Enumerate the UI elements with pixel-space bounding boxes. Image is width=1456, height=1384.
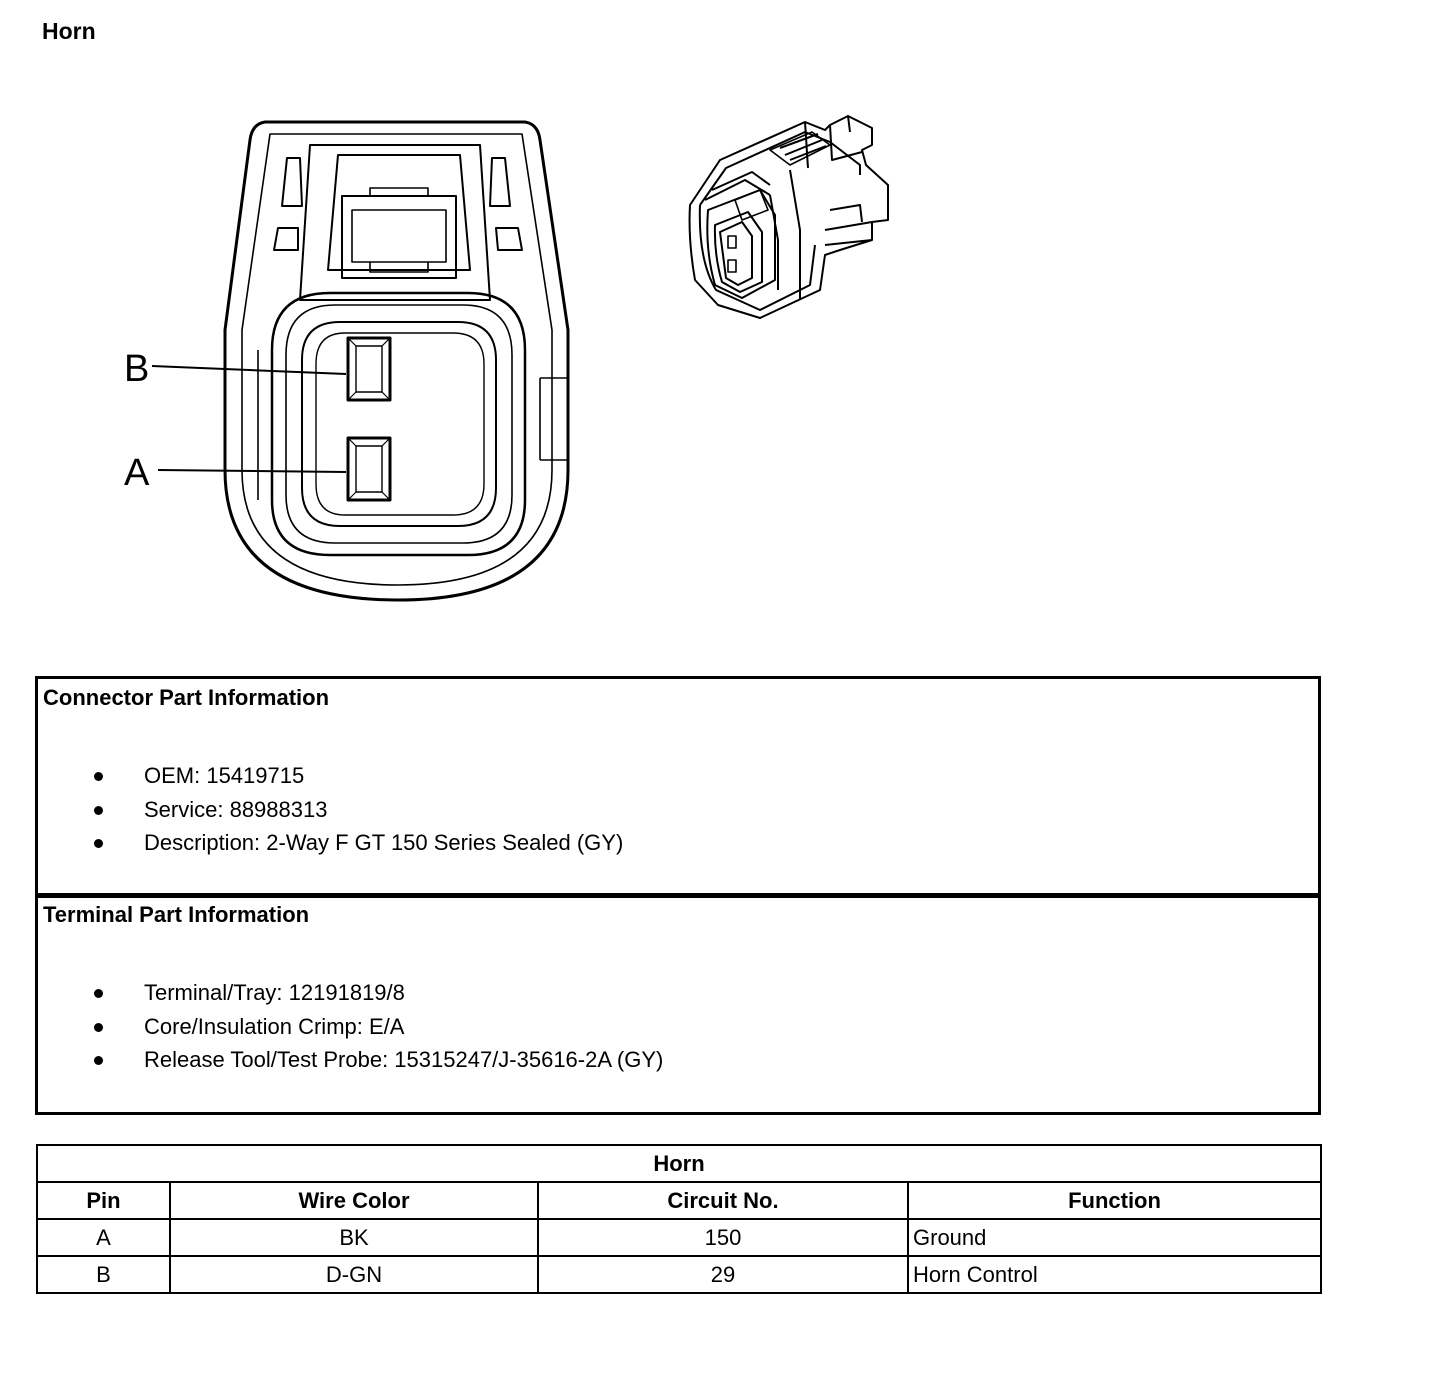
cell-wire-color: D-GN [169,1255,539,1294]
list-item-text: Release Tool/Test Probe: 15315247/J-3561… [144,1047,664,1072]
table-caption-row: Horn [35,1144,1323,1183]
list-item: Core/Insulation Crimp: E/A [38,1010,663,1044]
connector-face-view: B A [124,120,570,602]
terminal-part-info-heading: Terminal Part Information [43,902,310,927]
list-item: OEM: 15419715 [38,759,623,793]
list-item: Service: 88988313 [38,793,623,827]
table-caption: Horn [35,1144,1323,1183]
cell-function: Horn Control [906,1255,1323,1294]
cell-circuit-no: 29 [537,1255,909,1294]
pin-table: Horn Pin Wire Color Circuit No. Function… [35,1144,1323,1294]
bullet-icon [94,1022,103,1032]
list-item: Description: 2-Way F GT 150 Series Seale… [38,826,623,860]
bullet-icon [94,1056,103,1065]
table-header-row: Pin Wire Color Circuit No. Function [36,1181,1323,1220]
list-item-text: Terminal/Tray: 12191819/8 [144,980,405,1005]
bullet-icon [94,772,103,781]
cell-pin: A [36,1218,171,1257]
pin-label-b: B [124,348,149,390]
list-item-text: Description: 2-Way F GT 150 Series Seale… [144,830,624,855]
list-item-text: Service: 88988313 [144,796,328,822]
terminal-part-info-box: Terminal Part Information Terminal/Tray:… [35,893,1321,1115]
cell-wire-color: BK [169,1218,539,1257]
cell-function: Ground [906,1218,1323,1257]
list-item-text: OEM: 15419715 [144,763,305,788]
bullet-icon [94,989,103,998]
list-item: Release Tool/Test Probe: 15315247/J-3561… [38,1043,663,1077]
page-title: Horn [42,18,96,44]
list-item-text: Core/Insulation Crimp: E/A [144,1013,405,1039]
column-header-wire-color: Wire Color [169,1181,539,1220]
connector-isometric-view [688,115,889,319]
terminal-part-info-list: Terminal/Tray: 12191819/8 Core/Insulatio… [38,976,663,1077]
table-row: B D-GN 29 Horn Control [36,1255,1323,1294]
pin-label-a: A [124,452,150,494]
column-header-function: Function [906,1181,1323,1220]
cell-circuit-no: 150 [537,1218,909,1257]
connector-part-info-list: OEM: 15419715 Service: 88988313 Descript… [38,759,623,860]
bullet-icon [94,839,103,848]
cell-pin: B [36,1255,171,1294]
list-item: Terminal/Tray: 12191819/8 [38,976,663,1010]
connector-part-info-heading: Connector Part Information [43,685,330,710]
column-header-circuit-no: Circuit No. [537,1181,909,1220]
connector-part-info-box: Connector Part Information OEM: 15419715… [35,676,1321,898]
column-header-pin: Pin [36,1181,171,1220]
table-row: A BK 150 Ground [36,1218,1323,1257]
bullet-icon [94,805,103,815]
